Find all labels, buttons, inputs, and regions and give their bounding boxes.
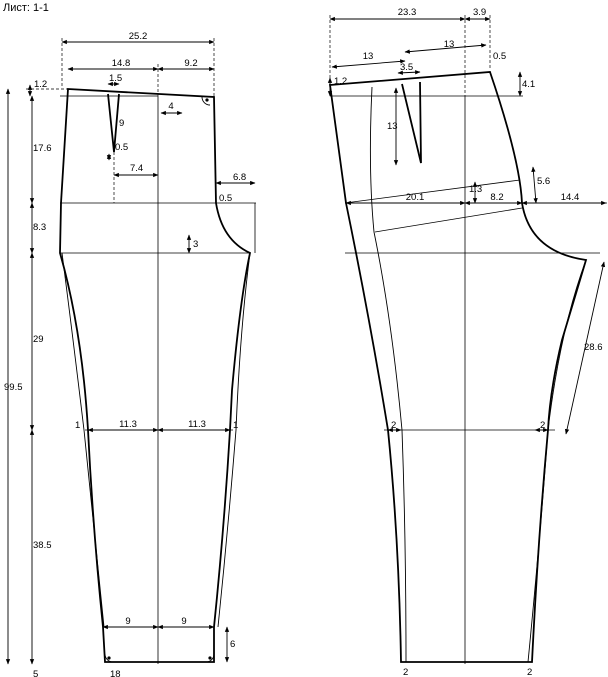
- front-hem-corner-right: [205, 653, 215, 663]
- back-corner-label: 0.5: [493, 51, 506, 62]
- back-side-variant: [369, 86, 407, 663]
- front-inseam-variant: [217, 252, 251, 628]
- back-dart-length-label: 13: [387, 121, 398, 132]
- back-seat-rise-label: 1.3: [469, 184, 482, 195]
- front-dart-width-label: 1.5: [109, 73, 122, 84]
- front-hem-corner-left: [104, 653, 114, 663]
- front-knee-shift-left-label: 1: [75, 420, 80, 431]
- front-total-length-label: 99.5: [4, 382, 23, 393]
- front-hem-depth-label: 38.5: [33, 540, 52, 551]
- front-side-ext-label: 0.5: [219, 193, 232, 204]
- front-hem-rise-label: 6: [230, 639, 235, 650]
- back-dart: [401, 81, 422, 164]
- back-seat-left-label: 20.1: [406, 192, 425, 203]
- front-dart-gap-label: 0.5: [115, 142, 128, 153]
- front-bottom-offset-label: 5: [33, 669, 38, 677]
- front-dart-offset-label: 4: [168, 101, 173, 112]
- back-knee-right-label: 2: [540, 420, 545, 431]
- back-waist-right-label: 13: [444, 39, 455, 50]
- back-side-rise-label: 4.1: [522, 79, 535, 90]
- front-panel: 25.2 14.8 9.2 1.2 1.5 9 4 0.5 7.4 17.6 6…: [4, 31, 256, 677]
- back-hem-left-label: 2: [403, 667, 408, 677]
- back-hem-right-label: 2: [527, 667, 532, 677]
- back-knee-left-label: 2: [391, 420, 396, 431]
- back-seat-mid-label: 8.2: [490, 192, 503, 203]
- back-seat-slope: [344, 179, 521, 204]
- back-seat-slope-label: 5.6: [537, 176, 550, 187]
- front-waist-rise-label: 1.2: [34, 79, 47, 90]
- front-dart-length-label: 9: [119, 118, 124, 129]
- back-panel: 23.3 3.9 13 13 0.5 1.2 3.5 13 4.1 5.6 1.…: [327, 7, 607, 677]
- sheet-title: Лист: 1-1: [3, 2, 49, 14]
- front-crotch-ext-label: 6.8: [233, 172, 246, 183]
- front-dart-position-label: 7.4: [130, 163, 143, 174]
- front-knee-half-left-label: 11.3: [119, 419, 137, 430]
- front-hem-half-left-label: 9: [125, 616, 130, 627]
- back-dart-width-label: 3.5: [400, 62, 413, 73]
- back-inseam-variant: [527, 259, 587, 663]
- back-top-width-label: 23.3: [398, 7, 417, 18]
- back-top-ext-label: 3.9: [473, 7, 486, 18]
- front-seat-depth-label: 8.3: [33, 222, 46, 233]
- front-knee-depth-label: 29: [33, 334, 44, 345]
- front-top-width-label: 25.2: [129, 31, 148, 42]
- front-waist-left-label: 14.8: [112, 58, 131, 69]
- front-hem-half-right-label: 9: [181, 616, 186, 627]
- front-bottom-width-label: 18: [110, 669, 121, 677]
- front-waist-right-label: 9.2: [184, 58, 197, 69]
- back-crotch-ext-label: 14.4: [561, 192, 580, 203]
- front-knee-half-right-label: 11.3: [188, 419, 206, 430]
- back-waist-left-label: 13: [363, 51, 374, 62]
- front-corner-mark: [201, 96, 211, 106]
- front-crotch-drop-label: 3: [193, 239, 198, 250]
- front-side-variant: [61, 252, 105, 628]
- front-hip-depth-label: 17.6: [33, 143, 52, 154]
- front-corner-dot: [205, 98, 209, 102]
- back-seat-slope-2: [374, 207, 523, 233]
- back-waist-rise-label: 1.2: [334, 76, 347, 87]
- front-knee-shift-right-label: 1: [233, 420, 238, 431]
- back-outline: [328, 71, 588, 663]
- back-inseam-length-label: 28.6: [584, 342, 603, 353]
